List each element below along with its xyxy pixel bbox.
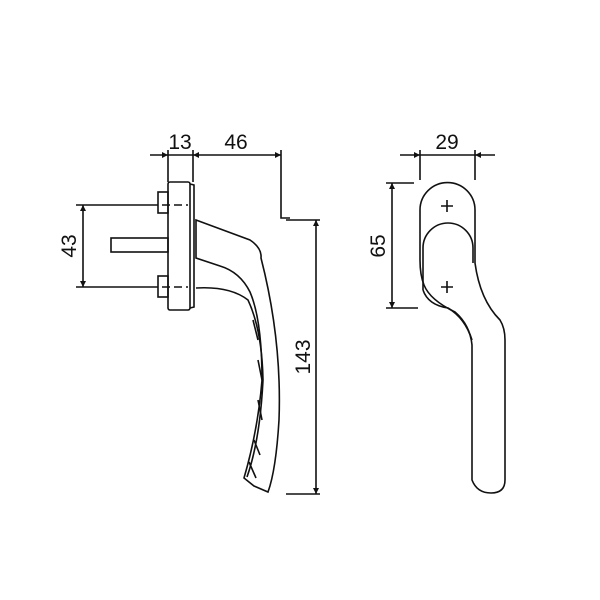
handle-front-outline — [419, 181, 506, 494]
bolt-head-top — [157, 191, 169, 214]
rosette-side — [167, 181, 191, 311]
lever-outline — [195, 218, 281, 494]
screw-mark-top — [441, 200, 453, 212]
screw-mark-bottom — [441, 281, 453, 293]
spindle — [110, 237, 169, 253]
lever-lower-edge — [195, 286, 264, 478]
dim-46-label: 46 — [224, 131, 247, 154]
side-view — [110, 181, 281, 494]
dim-13-label: 13 — [168, 131, 191, 154]
rosette-edge — [189, 183, 195, 309]
dim-29-label: 29 — [435, 131, 458, 154]
rosette-front-inner — [422, 222, 474, 341]
lever-grip-pattern — [248, 319, 263, 479]
screw-axis-lines — [150, 204, 188, 288]
dim-65-label: 65 — [367, 234, 390, 257]
dim-143-label: 143 — [292, 339, 315, 374]
front-view — [419, 181, 506, 494]
front-dimensions: 29 65 — [367, 131, 495, 309]
side-dimensions: 13 46 43 143 — [58, 131, 320, 495]
dim-43-label: 43 — [58, 234, 81, 257]
